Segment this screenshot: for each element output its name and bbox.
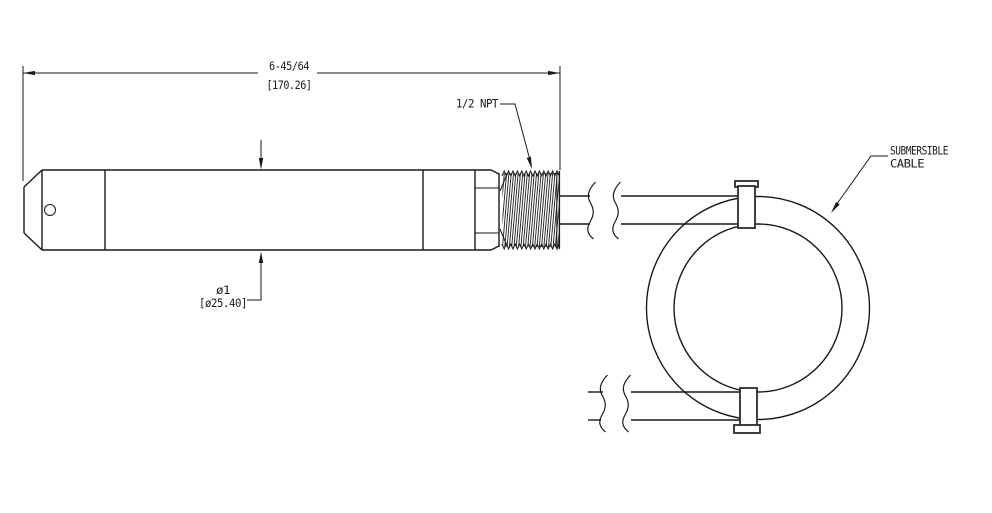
diameter-dimension: ø1 [ø25.40] xyxy=(199,140,264,310)
vent-hole xyxy=(44,204,56,216)
tie-strap xyxy=(739,387,758,428)
probe-body xyxy=(23,169,561,251)
nose-cone xyxy=(23,169,43,251)
cable-leader: SUBMERSIBLE CABLE xyxy=(831,144,949,213)
npt-leader-arrow xyxy=(526,156,532,169)
npt-label: 1/2 NPT xyxy=(456,97,499,111)
length-dimension: 6-45/64 [170.26] xyxy=(22,59,561,181)
diameter-arrow-bottom xyxy=(258,251,264,263)
break-symbol xyxy=(587,181,597,240)
hex-nut xyxy=(474,169,500,251)
loop-outer-circle xyxy=(645,195,871,421)
npt-leader: 1/2 NPT xyxy=(456,97,532,169)
loop-inner-circle xyxy=(673,223,843,393)
thread-crest-bottom xyxy=(501,242,560,251)
npt-threads xyxy=(499,169,561,251)
cable-leader-arrow xyxy=(831,201,840,213)
cable-loop xyxy=(645,195,871,421)
diameter-dimension-nominal: ø1 xyxy=(216,283,231,297)
cable-top-run xyxy=(559,181,755,240)
length-dimension-metric: [170.26] xyxy=(267,78,312,92)
cable-label-line2: CABLE xyxy=(890,157,925,171)
cable-tie-bottom xyxy=(733,387,761,434)
thread-crest-top xyxy=(501,169,560,178)
diameter-dimension-metric: [ø25.40] xyxy=(199,296,247,310)
cable-label-line1: SUBMERSIBLE xyxy=(890,144,948,158)
dimension-arrow-left xyxy=(23,70,35,76)
tie-head xyxy=(733,424,761,434)
cable-bottom-run xyxy=(588,374,757,433)
break-symbol xyxy=(622,374,632,433)
dimension-arrow-right xyxy=(548,70,560,76)
cable-tie-top xyxy=(734,180,759,229)
break-symbol xyxy=(599,374,609,433)
tie-strap xyxy=(737,185,756,229)
diameter-arrow-top xyxy=(258,158,264,170)
length-dimension-nominal: 6-45/64 xyxy=(269,59,310,73)
break-symbol xyxy=(612,181,622,240)
